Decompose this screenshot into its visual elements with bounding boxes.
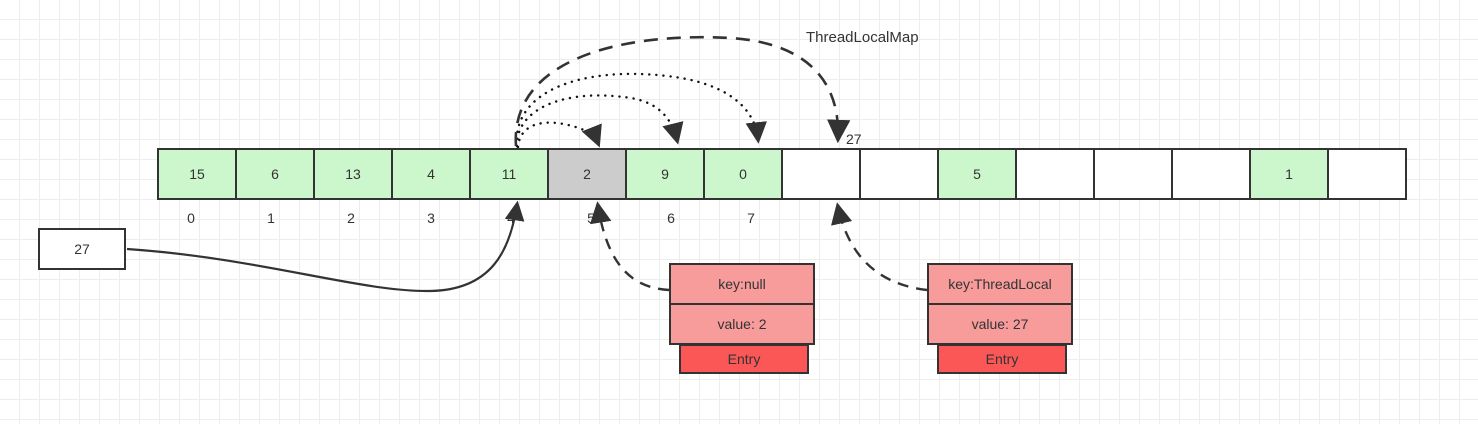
- entry-type-tag: Entry: [937, 344, 1067, 374]
- array-index-label: 2: [347, 210, 355, 226]
- array-cell-value: 11: [501, 166, 517, 182]
- array-index-label: 6: [667, 210, 675, 226]
- array-index-label: 5: [587, 210, 595, 226]
- entry-node: key:ThreadLocal value: 27 Entry: [927, 263, 1073, 374]
- array-cell[interactable]: [1093, 148, 1173, 200]
- entry-value-text: value: 2: [717, 316, 767, 332]
- array-cell[interactable]: [1015, 148, 1095, 200]
- array-index-label: 3: [427, 210, 435, 226]
- diagram-title: ThreadLocalMap: [806, 29, 919, 46]
- array-cell-value: 2: [583, 166, 591, 182]
- probe-arc-index4-to-index7: [515, 72, 768, 148]
- entry-key-text: key:null: [718, 276, 766, 292]
- array-cell[interactable]: [1327, 148, 1407, 200]
- array-cell[interactable]: 15: [157, 148, 237, 200]
- source-value-text: 27: [74, 241, 90, 257]
- entry-key-field: key:ThreadLocal: [927, 263, 1073, 305]
- array-cell-value: 15: [189, 166, 205, 182]
- array-index-label: 7: [747, 210, 755, 226]
- source-value-box: 27: [38, 228, 126, 270]
- entry-node: key:null value: 2 Entry: [669, 263, 815, 374]
- array-cell-value: 0: [739, 166, 747, 182]
- array-cell-value: 5: [973, 166, 981, 182]
- array-cell-value: 4: [427, 166, 435, 182]
- entry-value-field: value: 2: [669, 303, 815, 345]
- entry-type-tag: Entry: [679, 344, 809, 374]
- array-cell[interactable]: 2: [547, 148, 627, 200]
- array-cell-value: 13: [345, 166, 361, 182]
- array-cell[interactable]: 1: [1249, 148, 1329, 200]
- array-cell-value: 6: [271, 166, 279, 182]
- array-cell[interactable]: 6: [235, 148, 315, 200]
- array-cell-value: 1: [1285, 166, 1293, 182]
- insert-target-label: 27: [846, 131, 862, 147]
- entry-key-field: key:null: [669, 263, 815, 305]
- hash-array: 15 6 13 4 11 2 9 0 5 1: [157, 148, 1407, 200]
- array-cell[interactable]: [859, 148, 939, 200]
- connector-entry2-to-index8: [831, 202, 928, 292]
- probe-arc-index4-to-index6: [515, 94, 684, 148]
- entry-type-text: Entry: [727, 351, 761, 367]
- probe-arc-index4-to-index5: [516, 121, 602, 149]
- array-index-label: 1: [267, 210, 275, 226]
- array-cell[interactable]: 0: [703, 148, 783, 200]
- array-cell-value: 9: [661, 166, 669, 182]
- array-cell[interactable]: [1171, 148, 1251, 200]
- array-cell[interactable]: 4: [391, 148, 471, 200]
- entry-key-text: key:ThreadLocal: [948, 276, 1052, 292]
- array-cell[interactable]: 11: [469, 148, 549, 200]
- array-cell[interactable]: 13: [313, 148, 393, 200]
- array-cell[interactable]: 9: [625, 148, 705, 200]
- array-index-label: 4: [507, 210, 515, 226]
- array-cell[interactable]: 5: [937, 148, 1017, 200]
- insert-arc-index4-to-index8: [514, 35, 851, 147]
- array-index-label: 0: [187, 210, 195, 226]
- array-cell[interactable]: [781, 148, 861, 200]
- entry-value-text: value: 27: [971, 316, 1029, 332]
- entry-type-text: Entry: [985, 351, 1019, 367]
- entry-value-field: value: 27: [927, 303, 1073, 345]
